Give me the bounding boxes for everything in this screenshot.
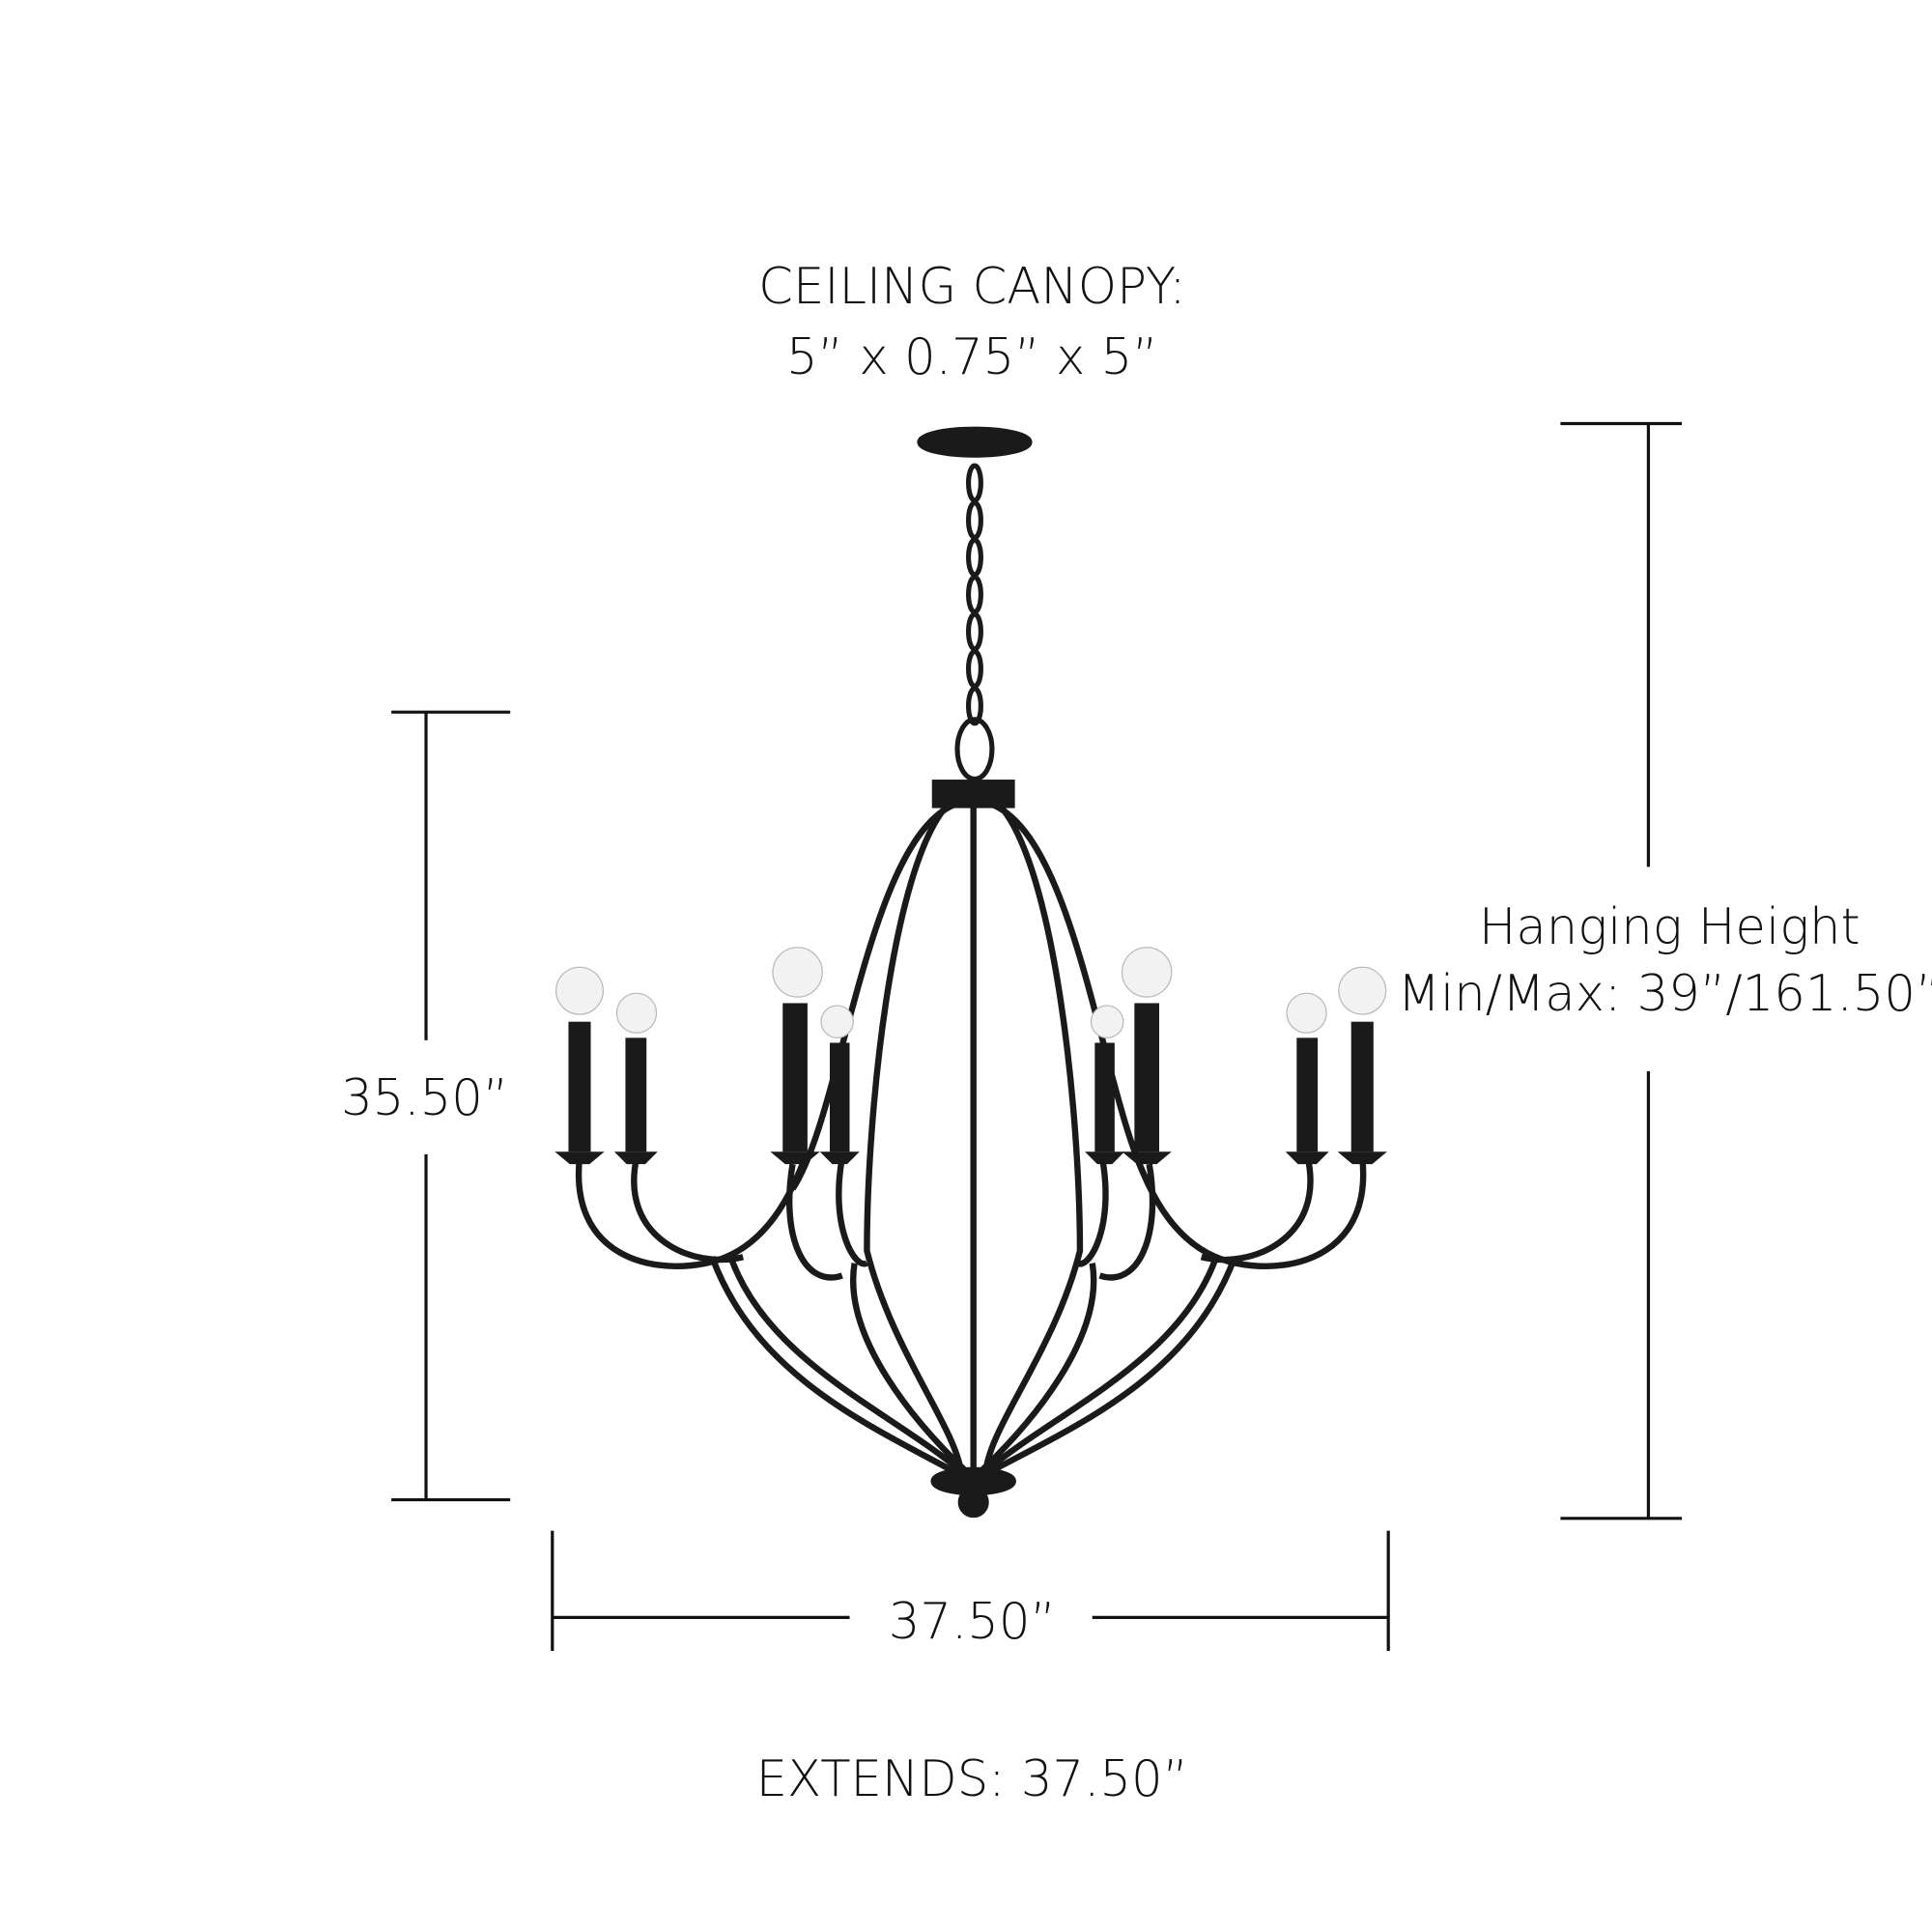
candle	[613, 992, 658, 1165]
candle-sockets	[554, 947, 1387, 1165]
candle	[819, 1005, 860, 1165]
height-label: 35.50”	[341, 1069, 508, 1127]
candle	[1085, 1005, 1125, 1165]
candle	[770, 947, 823, 1165]
height-dimension	[391, 710, 511, 1502]
ceiling-canopy	[917, 426, 1033, 458]
extends-label: EXTENDS: 37.50”	[756, 1750, 1189, 1808]
top-hub	[931, 780, 1015, 809]
hanging-height-line1: Hanging Height	[1479, 898, 1861, 956]
canopy-label: CEILING CANOPY: 5” x 0.75” x 5”	[758, 258, 1185, 386]
chain	[954, 463, 995, 781]
width-label: 37.50”	[889, 1593, 1056, 1651]
candle	[1121, 947, 1173, 1165]
chandelier-illustration	[575, 426, 1367, 1519]
candle	[554, 966, 605, 1165]
hanging-height-dimension	[1560, 421, 1683, 1520]
candle	[1337, 966, 1387, 1165]
canopy-label-line1: CEILING CANOPY:	[758, 258, 1185, 316]
canopy-label-line2: 5” x 0.75” x 5”	[786, 328, 1158, 386]
candle	[1285, 992, 1329, 1165]
width-dimension	[551, 1530, 1390, 1651]
hanging-height-line2: Min/Max: 39”/161.50”	[1398, 965, 1932, 1023]
